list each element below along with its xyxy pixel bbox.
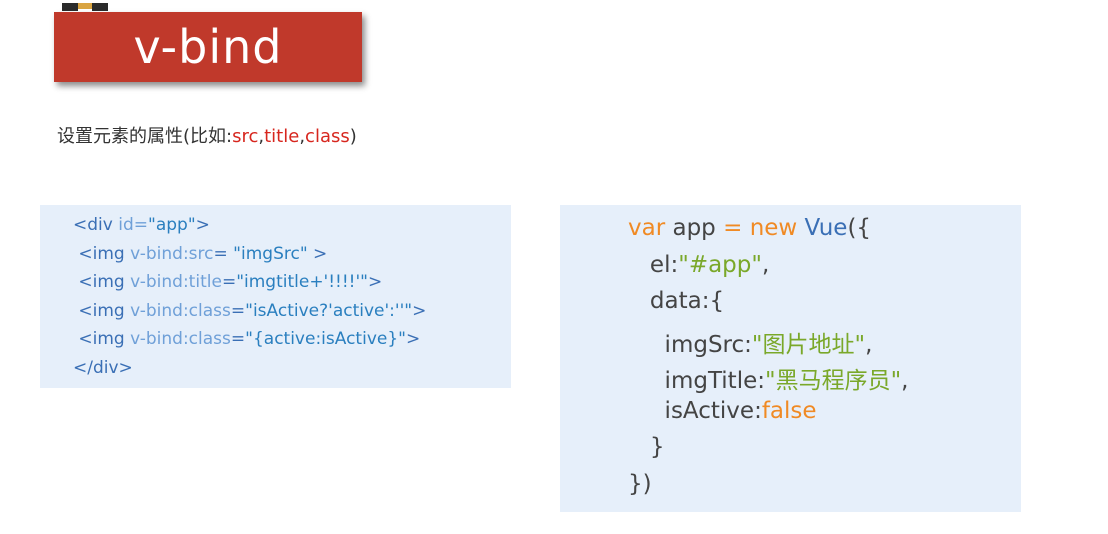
code-token: data:{ [628,288,725,314]
code-token: el: [628,251,679,278]
code-token: "图片地址" [751,331,866,358]
code-token: , [761,251,770,278]
code-token: ({ [847,215,872,241]
html-code-line: <img v-bind:class="{active:isActive}"> [73,329,420,349]
code-token: , [901,368,909,394]
code-token: false [761,397,817,424]
subtitle-item-title: title [264,126,300,147]
subtitle-item-class: class [305,126,350,147]
code-token: v-bind:class [130,329,231,349]
js-code-line: imgSrc:"图片地址", [628,325,873,359]
code-token: "{active:isActive}" [245,329,406,349]
code-token: new [749,215,798,241]
code-token: Vue [804,215,848,241]
code-token: > [307,243,328,264]
code-token: imgSrc: [628,331,752,358]
code-token: imgTitle: [628,368,765,394]
subtitle-separator: , [258,126,265,147]
code-token: v-bind:title [130,272,222,292]
html-code-block: <div id="app"> <img v-bind:src= "imgSrc"… [40,205,511,388]
js-code-block: var app = new Vue({ el:"#app", data:{ im… [560,205,1021,512]
html-code-line: <img v-bind:class="isActive?'active':''"… [73,301,426,321]
html-code-line: <img v-bind:title="imgtitle+'!!!!'"> [73,272,382,292]
code-token: <img [73,272,131,292]
code-token: = [723,215,743,241]
html-code-line: </div> [73,358,133,378]
js-code-line: isActive:false [628,398,817,424]
code-token: isActive: [628,397,762,424]
code-token: > [405,329,421,349]
code-token: "#app" [678,251,762,278]
code-token: var [628,215,666,241]
js-code-line: } [628,434,665,460]
code-token: "app" [148,215,196,235]
html-code-line: <div id="app"> [73,215,210,235]
code-token: > [368,272,383,292]
code-token: </div> [73,357,133,378]
code-token: app [665,215,724,241]
js-code-line: imgTitle:"黑马程序员", [628,361,909,395]
page-title: v-bind [133,20,283,74]
code-token: }) [628,470,652,497]
code-token: <div [73,215,119,235]
subtitle-separator: , [299,126,306,147]
code-token: > [195,215,210,235]
code-token: } [628,434,665,460]
code-token: v-bind:src [130,243,214,264]
subtitle-prefix: 设置元素的属性(比如: [57,126,233,147]
code-token: "imgSrc" [233,243,308,264]
code-token: = [221,272,237,292]
js-code-line: el:"#app", [628,252,769,278]
js-code-line: }) [628,471,652,497]
js-code-line: data:{ [628,288,724,314]
subtitle-suffix: ) [349,126,357,147]
code-token: <img [73,300,131,321]
code-token: <img [73,329,131,349]
mascot-image [60,0,110,11]
html-code-line: <img v-bind:src= "imgSrc" > [73,244,327,264]
code-token [742,215,749,241]
code-token: "imgtitle+'!!!!'" [236,272,368,292]
code-token: , [865,331,873,358]
subtitle: 设置元素的属性(比如:src,title,class) [57,122,357,148]
title-banner: v-bind [54,12,362,82]
code-token [797,215,804,241]
code-token: "isActive?'active':''" [245,300,413,321]
code-token: = [213,243,234,264]
js-code-line: var app = new Vue({ [628,215,871,241]
code-token: v-bind:class [130,300,231,321]
subtitle-item-src: src [232,126,259,147]
code-token: id= [118,215,148,235]
code-token: > [412,300,427,321]
code-token: <img [73,243,131,264]
code-token: "黑马程序员" [765,368,902,394]
code-token: = [230,300,246,321]
code-token: = [230,329,246,349]
